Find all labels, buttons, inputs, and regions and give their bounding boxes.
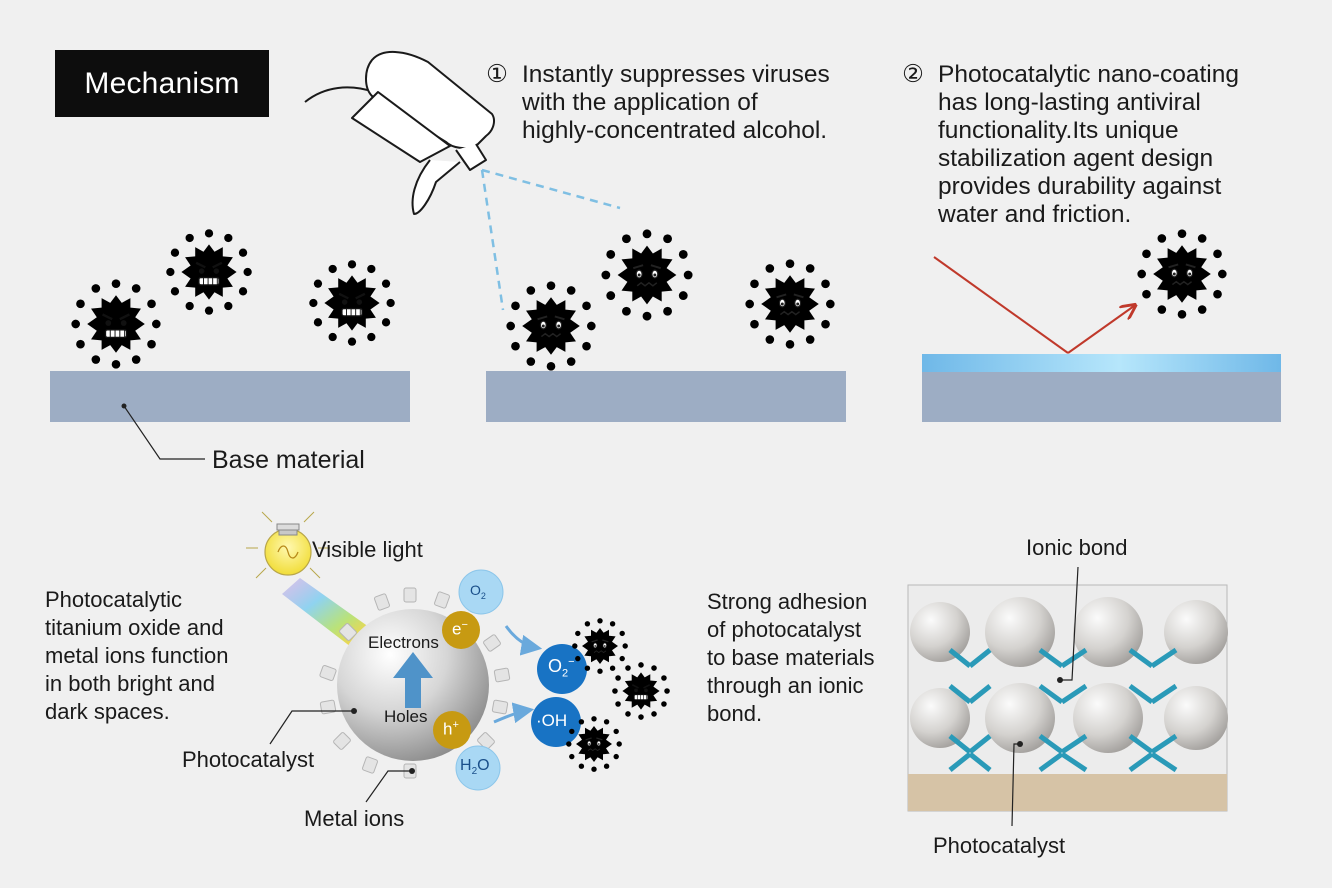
superoxide-subscript: 2	[562, 667, 569, 680]
base-material-panel-1	[50, 371, 410, 422]
description-line: in both bright and	[45, 671, 216, 696]
electron-hole-arrow-icon	[393, 652, 433, 708]
base-material-panel-2	[486, 371, 846, 422]
hole-superscript: +	[452, 719, 459, 731]
step-1-line: highly-concentrated alcohol.	[522, 117, 828, 144]
step-2-line: has long-lasting antiviral	[938, 89, 1201, 116]
virus-icon	[601, 229, 693, 321]
metal-ion-cluster	[319, 587, 511, 779]
arrow-icon	[493, 702, 535, 724]
virus-icon	[612, 662, 670, 720]
photocatalyst-particle-grid	[910, 597, 1228, 753]
base-material-panel-3	[922, 371, 1281, 422]
photocatalyst-right-label: Photocatalyst	[933, 833, 1066, 858]
hole-letter: h	[443, 719, 453, 739]
step-2-number: ②	[902, 61, 924, 88]
virus-icon	[1137, 229, 1227, 319]
nano-coating-layer	[922, 354, 1281, 372]
hole-badge	[433, 711, 471, 749]
h2o-tail: O	[477, 757, 490, 774]
electron-badge	[442, 611, 480, 649]
virus-icon	[309, 260, 395, 346]
photocatalyst-label: Photocatalyst	[182, 747, 315, 772]
h2o-symbol: H	[460, 757, 472, 774]
electron-symbol: e−	[452, 619, 468, 640]
electron-superscript: −	[461, 619, 468, 631]
photocatalyst-right-leader-line	[1011, 743, 1020, 827]
h2o-molecule-badge	[455, 745, 501, 791]
superoxide-symbol: O	[548, 656, 563, 676]
o2-molecule-badge	[458, 569, 504, 615]
step-2-caption: ② Photocatalytic nano-coating has long-l…	[902, 61, 1312, 231]
metal-ions-label: Metal ions	[304, 806, 405, 831]
metal-ions-leader-line	[365, 770, 412, 803]
superoxide-formula: O2−	[548, 656, 575, 680]
step-2-line: water and friction.	[938, 201, 1132, 228]
reflect-arrow-incoming	[933, 256, 1069, 354]
virus-icon	[745, 259, 835, 349]
step-2-line: provides durability against	[938, 173, 1222, 200]
h2o-formula: H2O	[460, 757, 490, 777]
superoxide-superscript: −	[568, 656, 575, 668]
arrow-icon	[504, 625, 543, 656]
description-line: of photocatalyst	[707, 617, 862, 642]
ionic-bond-label: Ionic bond	[1026, 535, 1128, 560]
o2-symbol: O	[470, 582, 481, 598]
light-bulb-icon	[246, 511, 330, 579]
holes-label: Holes	[384, 707, 428, 726]
virus-icon	[166, 229, 252, 315]
description-line: to base materials	[707, 645, 875, 670]
description-line: titanium oxide and	[45, 615, 224, 640]
description-line: through an ionic	[707, 673, 864, 698]
hole-symbol: h+	[443, 719, 459, 740]
description-line: bond.	[707, 701, 763, 726]
h2o-subscript: 2	[471, 766, 478, 778]
spray-bottle-icon	[304, 50, 495, 215]
step-1-caption: ① Instantly suppresses viruses with the …	[486, 61, 896, 151]
description-line: Strong adhesion	[707, 589, 868, 614]
o2-formula: O2	[470, 582, 486, 601]
substrate-layer	[908, 774, 1227, 811]
spray-range-line-upper	[481, 168, 621, 210]
description-line: dark spaces.	[45, 699, 170, 724]
step-2-line: Photocatalytic nano-coating	[938, 61, 1239, 88]
step-1-line: with the application of	[522, 89, 758, 116]
ionic-bond-links	[948, 647, 1178, 773]
hydroxyl-badge	[531, 697, 581, 747]
step-1-number: ①	[486, 61, 508, 88]
superoxide-badge	[537, 644, 587, 694]
spray-range-line-lower	[480, 169, 505, 311]
adhesion-description: Strong adhesion of photocatalyst to base…	[707, 588, 875, 728]
visible-light-label: Visible light	[312, 537, 423, 562]
step-1-line: Instantly suppresses viruses	[522, 61, 830, 88]
step-2-line: stabilization agent design	[938, 145, 1214, 172]
photocatalyst-function-description: Photocatalytic titanium oxide and metal …	[45, 586, 228, 726]
description-line: Photocatalytic	[45, 587, 182, 612]
base-material-leader-line	[123, 405, 205, 460]
hydroxyl-formula: ·OH	[536, 711, 568, 730]
step-2-line: functionality.Its unique	[938, 117, 1179, 144]
ionic-bond-leader-line	[1060, 566, 1079, 681]
arrow-icon	[1067, 306, 1134, 354]
description-line: metal ions function	[45, 643, 229, 668]
electron-letter: e	[452, 619, 462, 639]
photocatalyst-leader-line	[269, 710, 354, 745]
virus-icon	[71, 279, 161, 369]
o2-subscript: 2	[480, 590, 486, 601]
virus-icon	[506, 281, 596, 371]
mechanism-title-badge: Mechanism	[55, 50, 269, 117]
electrons-label: Electrons	[368, 633, 439, 652]
base-material-label: Base material	[212, 446, 365, 474]
